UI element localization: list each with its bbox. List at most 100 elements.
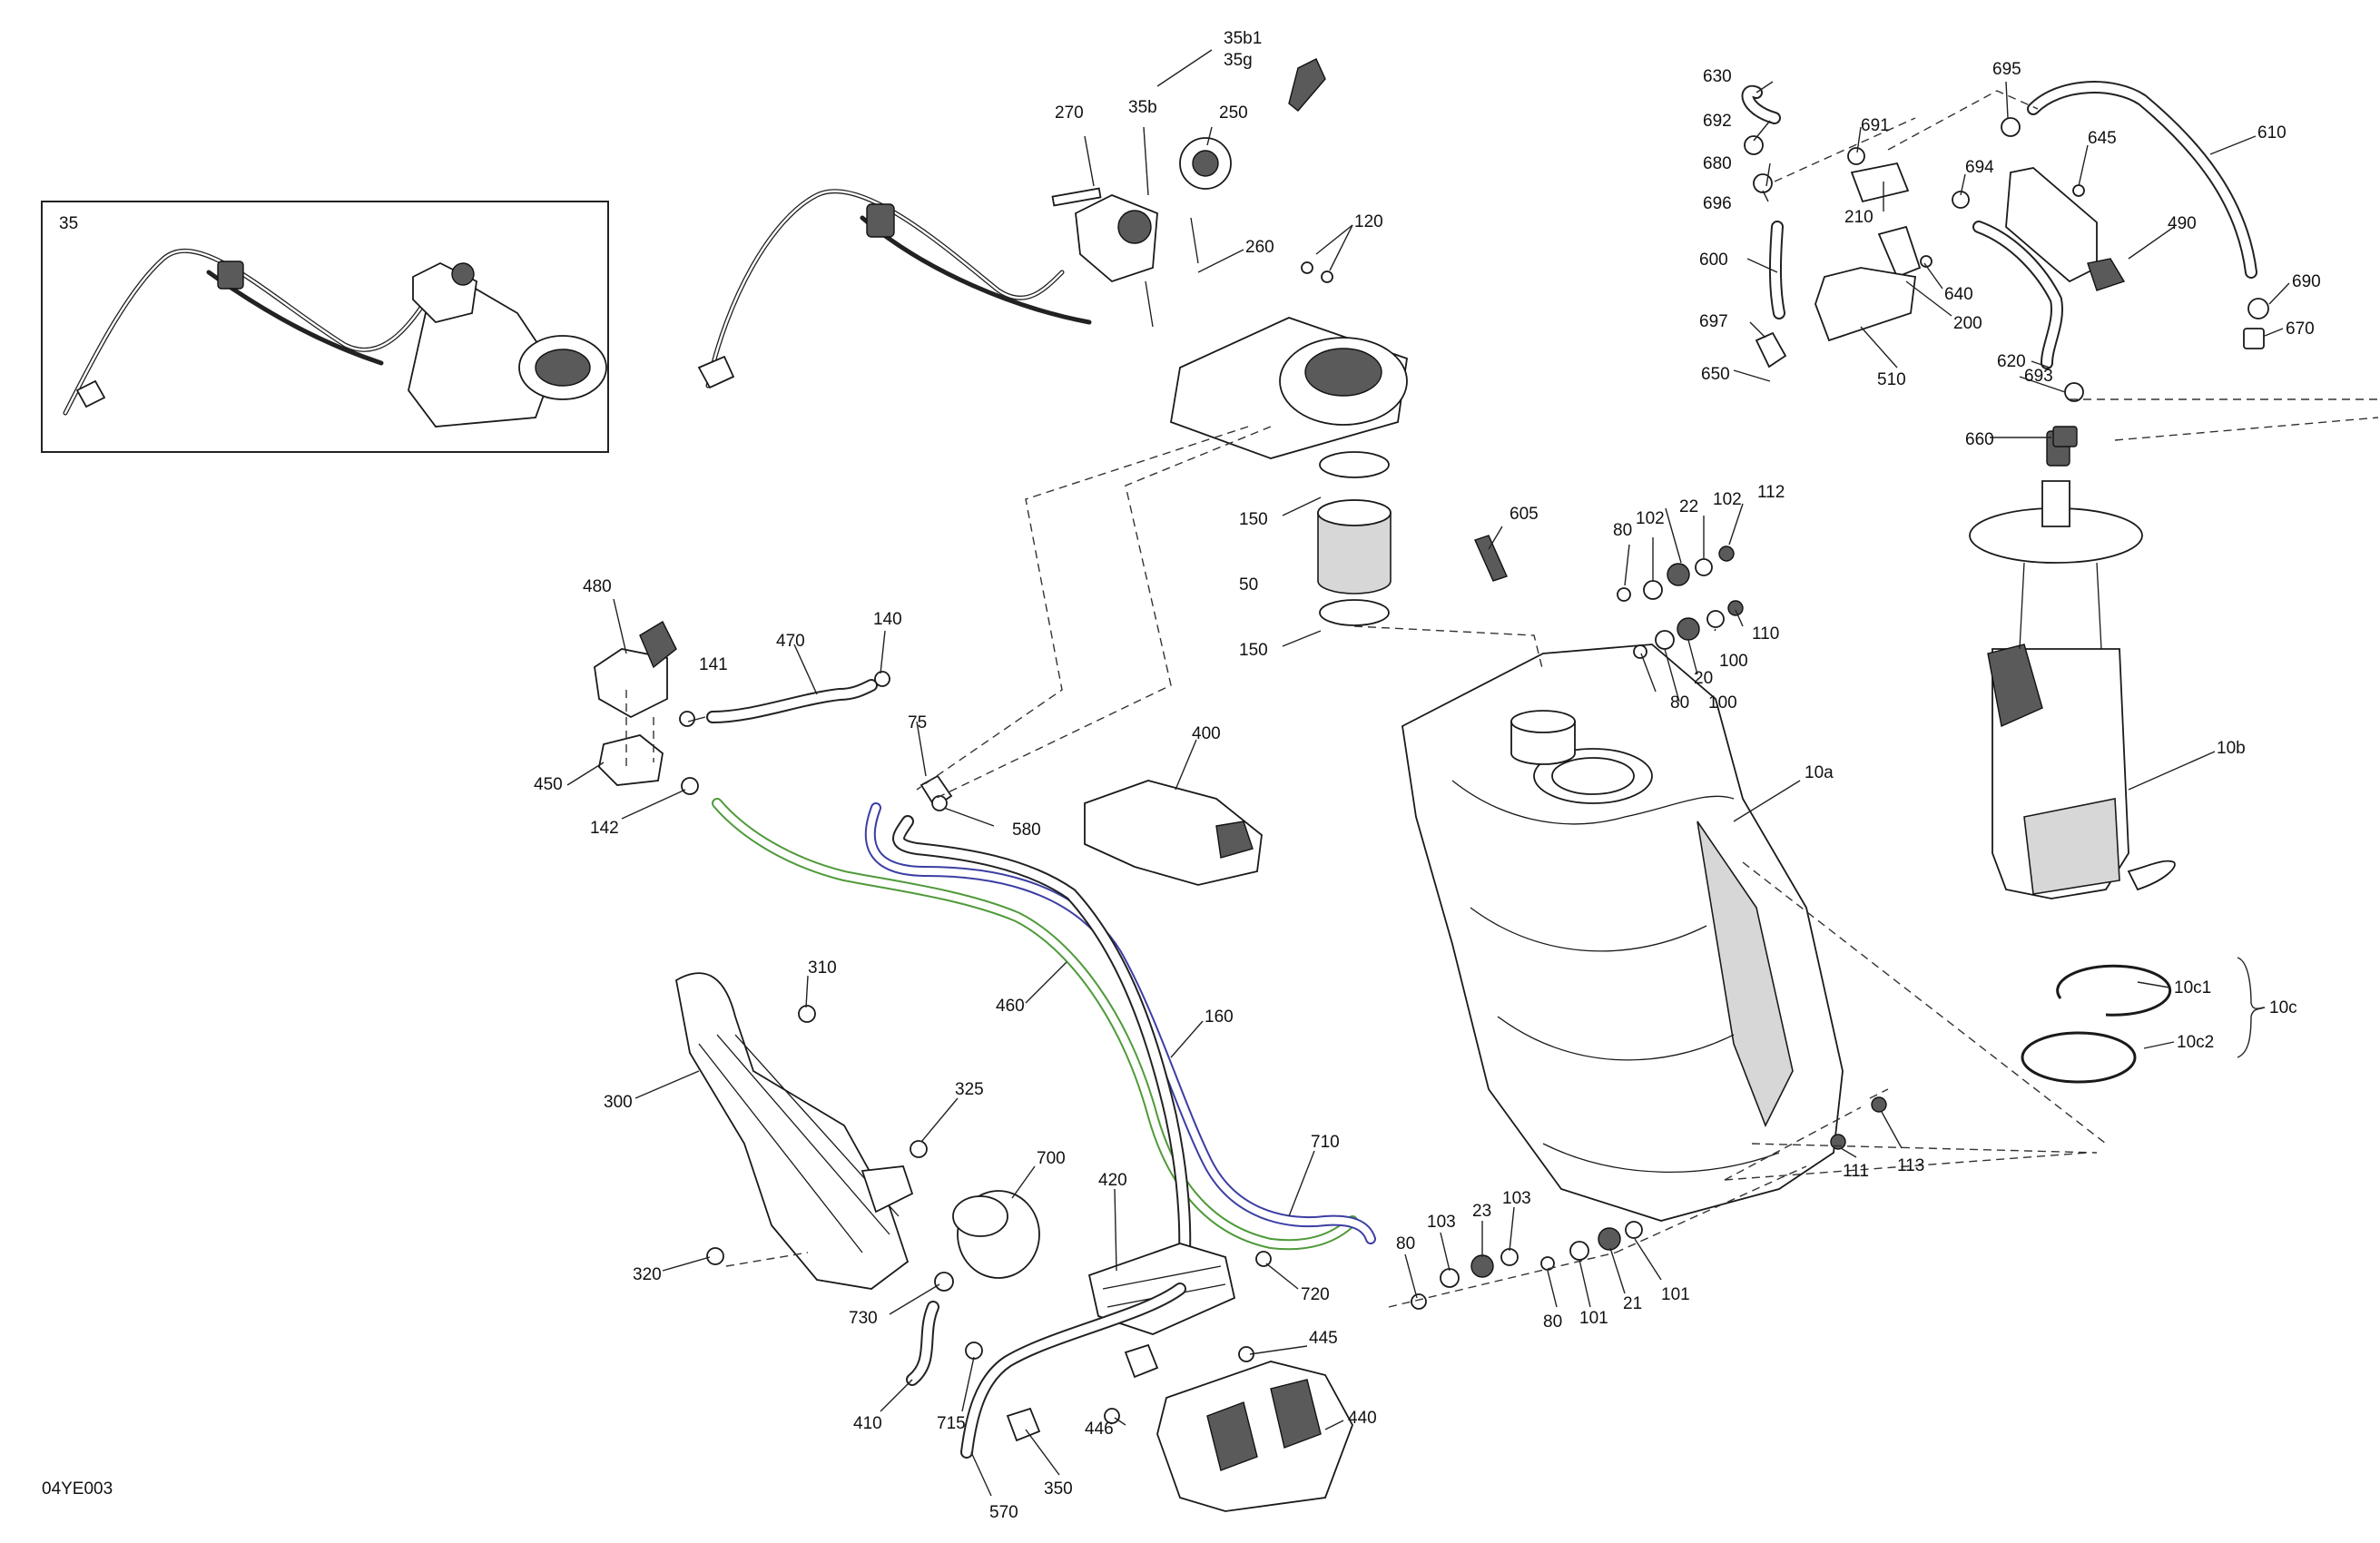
callout-10a: 10a xyxy=(1805,763,1834,782)
callout-645: 645 xyxy=(2088,129,2117,148)
callout-480: 480 xyxy=(583,577,612,596)
callout-697: 697 xyxy=(1699,312,1728,331)
callout-610: 610 xyxy=(2257,123,2287,143)
callout-400: 400 xyxy=(1192,724,1221,743)
callout-120: 120 xyxy=(1354,212,1383,231)
callout-200: 200 xyxy=(1953,314,1982,333)
callout-460: 460 xyxy=(996,997,1025,1016)
top-right-hoses xyxy=(1741,81,2269,447)
callout-720: 720 xyxy=(1301,1285,1330,1304)
label-35-inset: 35 xyxy=(59,214,78,233)
callout-35b: 35b xyxy=(1128,98,1157,117)
callout-470: 470 xyxy=(776,632,805,651)
evap-components xyxy=(594,621,1263,886)
callout-410: 410 xyxy=(853,1414,882,1433)
callout-80d: 80 xyxy=(1543,1312,1562,1332)
callout-80b: 80 xyxy=(1670,693,1689,713)
callout-730: 730 xyxy=(849,1309,878,1328)
callout-103b: 103 xyxy=(1502,1189,1531,1208)
ignition-assembly xyxy=(697,58,1408,459)
callout-102b: 102 xyxy=(1713,490,1742,509)
callout-630: 630 xyxy=(1703,67,1732,86)
callout-510: 510 xyxy=(1877,370,1906,389)
callout-700: 700 xyxy=(1037,1149,1066,1168)
callout-605: 605 xyxy=(1510,505,1539,524)
drawing-code: 04YE003 xyxy=(42,1479,113,1499)
callout-691: 691 xyxy=(1861,116,1890,135)
callout-50: 50 xyxy=(1239,575,1258,595)
callout-490: 490 xyxy=(2168,214,2197,233)
callout-310: 310 xyxy=(808,958,837,978)
assembly-lines xyxy=(625,90,2379,1308)
callout-300: 300 xyxy=(604,1093,633,1112)
callout-660: 660 xyxy=(1965,430,1994,449)
vent-hoses xyxy=(712,774,1376,1295)
callout-450: 450 xyxy=(534,775,563,794)
callout-250: 250 xyxy=(1219,103,1248,123)
fuel-pump xyxy=(1969,430,2176,899)
heat-shield xyxy=(674,972,928,1290)
callout-260: 260 xyxy=(1245,238,1274,257)
callout-640: 640 xyxy=(1944,285,1973,304)
callout-100b: 100 xyxy=(1708,693,1737,713)
fuel-tank xyxy=(1401,644,1844,1222)
callout-80c: 80 xyxy=(1396,1234,1415,1253)
callout-210: 210 xyxy=(1844,208,1874,227)
callout-labels: 35 35b1 35g 270 35b 250 260 120 150 50 1… xyxy=(42,29,2321,1522)
callout-150a: 150 xyxy=(1239,510,1268,529)
callout-35g: 35g xyxy=(1224,51,1253,70)
callout-670: 670 xyxy=(2286,319,2315,339)
canister-and-brackets xyxy=(960,1243,1353,1512)
purge-valve-assembly xyxy=(906,1190,1040,1386)
callout-600: 600 xyxy=(1699,251,1728,270)
callout-102a: 102 xyxy=(1636,509,1665,528)
callout-101a: 101 xyxy=(1579,1309,1608,1328)
callout-320: 320 xyxy=(633,1265,662,1284)
callout-446: 446 xyxy=(1085,1420,1114,1439)
callout-350: 350 xyxy=(1044,1479,1073,1499)
leader-lines xyxy=(566,49,2290,1497)
callout-325: 325 xyxy=(955,1080,984,1099)
callout-21: 21 xyxy=(1623,1294,1642,1313)
callout-80a: 80 xyxy=(1613,521,1632,540)
callout-101b: 101 xyxy=(1661,1285,1690,1304)
retaining-rings xyxy=(2021,964,2172,1084)
callout-620: 620 xyxy=(1997,352,2026,371)
callout-710: 710 xyxy=(1311,1133,1340,1152)
callout-680: 680 xyxy=(1703,154,1732,173)
callout-10c2: 10c2 xyxy=(2177,1033,2214,1052)
callout-696: 696 xyxy=(1703,194,1732,213)
callout-142: 142 xyxy=(590,819,619,838)
callout-440: 440 xyxy=(1348,1409,1377,1428)
callout-35b1: 35b1 xyxy=(1224,29,1262,48)
callout-420: 420 xyxy=(1098,1171,1127,1190)
callout-103a: 103 xyxy=(1427,1213,1456,1232)
callout-110: 110 xyxy=(1752,624,1779,644)
callout-580: 580 xyxy=(1012,821,1041,840)
callout-692: 692 xyxy=(1703,112,1732,131)
callout-100a: 100 xyxy=(1719,652,1748,671)
callout-20: 20 xyxy=(1694,669,1713,688)
callout-695: 695 xyxy=(1992,60,2021,79)
callout-111: 111 xyxy=(1843,1162,1869,1181)
callout-694: 694 xyxy=(1965,158,1994,177)
callout-715: 715 xyxy=(937,1414,966,1433)
callout-445: 445 xyxy=(1309,1329,1338,1348)
callout-113: 113 xyxy=(1897,1156,1924,1175)
filler-neck-parts xyxy=(1317,451,1392,626)
callout-112: 112 xyxy=(1757,483,1785,502)
callout-270: 270 xyxy=(1055,103,1084,123)
callout-23: 23 xyxy=(1472,1202,1491,1221)
inset-box-35 xyxy=(41,201,609,453)
callout-140: 140 xyxy=(873,610,902,629)
callout-690: 690 xyxy=(2292,272,2321,291)
callout-10c: 10c xyxy=(2269,998,2297,1017)
callout-10b: 10b xyxy=(2217,739,2246,758)
callout-570: 570 xyxy=(989,1503,1018,1522)
callout-75: 75 xyxy=(908,713,927,732)
callout-22: 22 xyxy=(1679,497,1698,516)
tank-hardware xyxy=(1411,535,1887,1310)
callout-150b: 150 xyxy=(1239,641,1268,660)
